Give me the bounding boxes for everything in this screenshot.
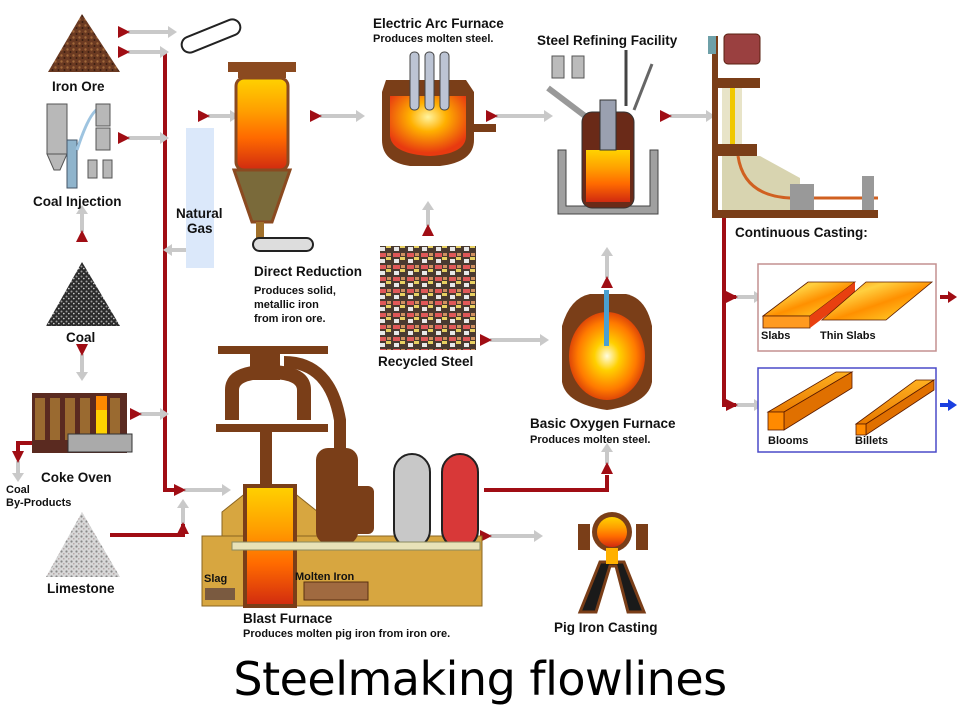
coal-injection-plant-icon — [46, 103, 113, 189]
arrow-trunk-to-bf — [174, 484, 231, 496]
arrow-ore-to-trunk — [118, 46, 169, 58]
arrow-coke-byproducts — [12, 451, 24, 482]
coal-injection-label: Coal Injection — [33, 194, 122, 209]
arrow-bof-to-refining — [601, 247, 613, 288]
arrow-coke-to-trunk — [130, 408, 169, 420]
coal-byproducts-label-line2: By-Products — [6, 497, 72, 509]
arrow-dr-to-eaf — [310, 110, 365, 122]
limestone-feed-line — [110, 520, 185, 537]
bof-label: Basic Oxygen Furnace — [530, 416, 676, 431]
limestone-pile-icon — [46, 512, 120, 577]
continuous-caster-icon — [708, 33, 878, 218]
arrow-eaf-to-refining — [486, 110, 553, 122]
coal-pile-icon — [46, 262, 120, 326]
slag-label: Slag — [204, 573, 228, 585]
electric-arc-furnace-label: Electric Arc Furnace — [373, 16, 504, 31]
billets-label: Billets — [855, 435, 889, 447]
bf-to-bof-line — [484, 475, 609, 492]
caster-output-trunk — [722, 215, 738, 407]
limestone-label: Limestone — [47, 581, 115, 596]
steel-refining-label: Steel Refining Facility — [537, 33, 678, 48]
arrow-ore-to-conveyor — [118, 26, 177, 38]
pig-iron-casting-label: Pig Iron Casting — [554, 620, 658, 635]
diagram-title: Steelmaking flowlines — [233, 652, 727, 706]
bof-desc: Produces molten steel. — [530, 434, 651, 446]
blast-furnace-desc: Produces molten pig iron from iron ore. — [243, 628, 451, 640]
basic-oxygen-furnace-icon — [562, 290, 652, 410]
arrow-coal-to-injection — [76, 205, 88, 242]
iron-ore-pile-icon — [48, 14, 120, 72]
natural-gas-icon — [186, 128, 214, 268]
slabs-label: Slabs — [761, 330, 791, 342]
iron-ore-label: Iron Ore — [52, 79, 105, 94]
long-products-box — [757, 367, 937, 453]
arrow-scrap-to-eaf — [422, 201, 434, 236]
continuous-casting-label: Continuous Casting: — [735, 225, 868, 240]
recycled-steel-label: Recycled Steel — [378, 354, 474, 369]
blast-furnace-icon — [201, 346, 483, 608]
blooms-label: Blooms — [768, 435, 809, 447]
pig-iron-casting-icon — [577, 512, 648, 614]
ladle-refining-icon — [546, 50, 659, 215]
direct-reduction-desc-2: metallic iron — [254, 299, 319, 311]
arrow-flat-products-out — [940, 291, 957, 303]
scrap-pile-icon — [380, 246, 476, 350]
arrow-gas-to-dr — [198, 110, 239, 122]
flat-products-box — [757, 263, 937, 352]
thin-slab-icon — [820, 281, 934, 321]
electric-arc-furnace-icon — [382, 51, 496, 166]
arrow-long-products-out — [940, 399, 957, 411]
natural-gas-label-line1: Natural — [176, 206, 223, 221]
direct-reduction-shaft-icon — [180, 18, 314, 252]
thin-slabs-label: Thin Slabs — [820, 330, 876, 342]
blast-furnace-label: Blast Furnace — [243, 611, 333, 626]
arrow-refining-to-caster — [660, 110, 715, 122]
arrow-coal-to-coke-oven — [76, 344, 88, 381]
coal-label: Coal — [66, 330, 96, 345]
coke-oven-icon — [32, 393, 133, 453]
trunk-line-left — [163, 52, 178, 492]
arrow-scrap-to-bof — [480, 334, 549, 346]
coke-oven-label: Coke Oven — [41, 470, 112, 485]
arrow-coal-injection-to-trunk — [118, 132, 169, 144]
molten-iron-label: Molten Iron — [295, 571, 355, 583]
arrow-limestone-to-bf — [177, 499, 189, 534]
direct-reduction-desc-1: Produces solid, — [254, 285, 336, 297]
arrow-bf-to-bof — [601, 443, 613, 474]
natural-gas-label-line2: Gas — [187, 221, 213, 236]
direct-reduction-desc-3: from iron ore. — [254, 313, 326, 325]
coal-byproducts-label-line1: Coal — [6, 484, 30, 496]
electric-arc-furnace-desc: Produces molten steel. — [373, 33, 494, 45]
direct-reduction-label: Direct Reduction — [254, 264, 363, 279]
arrow-bf-to-pig-casting — [480, 530, 543, 542]
flow-arrows — [12, 26, 957, 542]
